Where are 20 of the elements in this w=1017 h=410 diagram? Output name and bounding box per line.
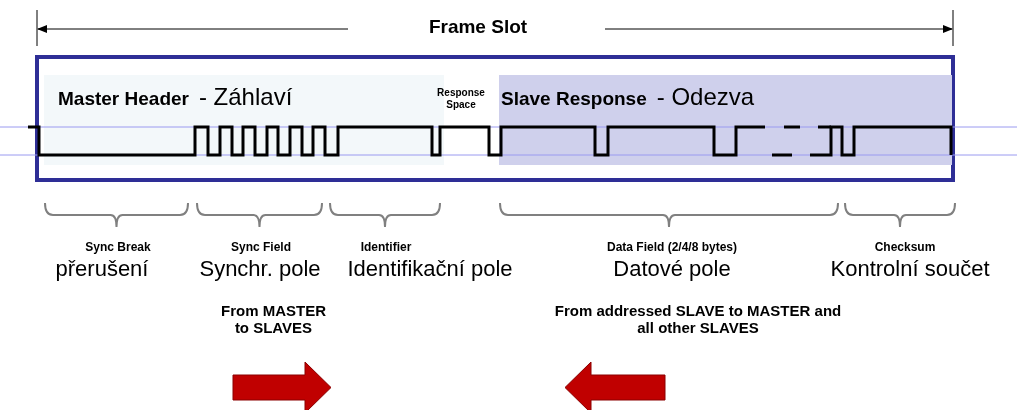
section-subtitle: - Odezva <box>656 83 755 111</box>
field-name-translation: přerušení <box>55 256 149 282</box>
dimension-label: Frame Slot <box>428 16 528 38</box>
frame-section-band <box>499 75 952 165</box>
field-name-translation: Identifikační pole <box>347 256 513 282</box>
field-name: Sync Break <box>85 241 151 255</box>
section-title: Slave Response <box>501 88 647 110</box>
field-name: Data Field (2/4/8 bytes) <box>607 241 737 255</box>
section-subtitle: - Záhlaví <box>198 83 293 111</box>
field-name-translation: Synchr. pole <box>199 256 321 282</box>
field-name: Sync Field <box>231 241 291 255</box>
direction-note: From MASTER to SLAVES <box>220 302 327 337</box>
gap-label: Response Space <box>436 87 486 110</box>
frame-box <box>35 55 955 182</box>
field-name: Identifier <box>360 241 412 255</box>
direction-note: From addressed SLAVE to MASTER and all other SLAVES <box>553 302 843 337</box>
field-name: Checksum <box>874 241 936 255</box>
field-name-translation: Datové pole <box>613 256 731 282</box>
field-name-translation: Kontrolní součet <box>830 256 990 282</box>
section-title: Master Header <box>58 88 189 110</box>
